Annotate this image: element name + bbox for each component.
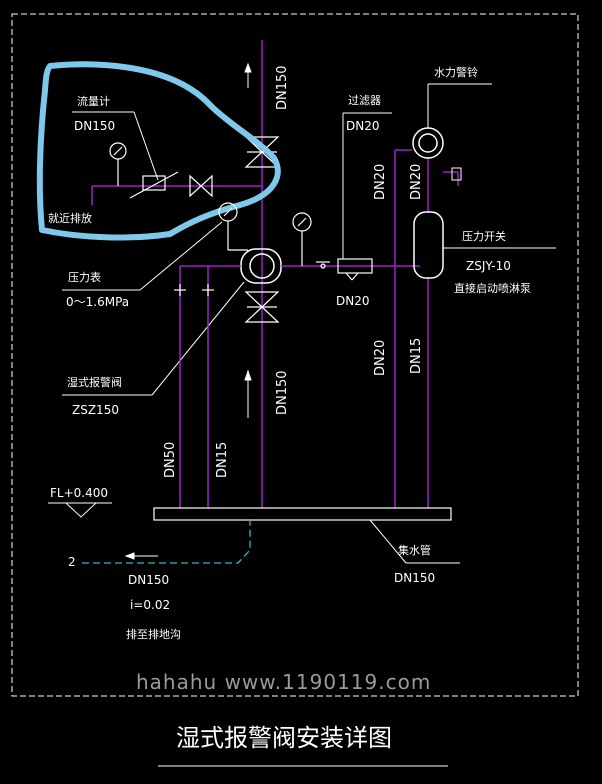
pressure-gauge-leader-diagonal <box>139 221 223 291</box>
wet-alarm-valve-icon <box>240 248 282 284</box>
watermark-text: hahahu www.1190119.com <box>136 670 431 694</box>
drain-pipe <box>82 520 251 564</box>
riser-dn20-lower-label: DN20 <box>373 340 388 376</box>
flowmeter-icon <box>129 171 179 199</box>
nearby-drain-label: 就近排放 <box>48 211 92 225</box>
riser-dn20-upper-label: DN20 <box>373 164 388 200</box>
flowmeter-gauge-icon <box>109 142 127 186</box>
highlight-outline <box>36 61 281 241</box>
flowmeter-leader-diagonal <box>133 111 159 181</box>
drawing-title: 湿式报警阀安装详图 <box>176 724 392 752</box>
alarm-valve-label: 湿式报警阀 <box>67 375 122 389</box>
pressure-switch-model-label: ZSJY-10 <box>466 259 511 273</box>
collector-label: 集水管 <box>398 543 431 557</box>
drain-slope-label: i=0.02 <box>130 598 170 612</box>
alarm-valve-model-label: ZSZ150 <box>72 403 119 417</box>
pressure-gauge-icon <box>218 202 248 251</box>
water-bell-icon <box>412 127 444 159</box>
flowmeter-label: 流量计 <box>77 94 110 108</box>
alarm-line-gauge-icon <box>292 212 312 266</box>
side-branch-valves-icon <box>174 284 214 296</box>
flowmeter-branch-pipe <box>91 185 262 205</box>
drawing-frame <box>11 13 579 697</box>
pressure-switch-label: 压力开关 <box>462 229 506 243</box>
riser-pipes <box>394 149 459 508</box>
drain-destination-label: 排至排地沟 <box>126 627 181 641</box>
riser-dn15-label: DN15 <box>409 338 424 374</box>
filter-size-label: DN20 <box>346 119 380 133</box>
main-pipe-size-bottom: DN150 <box>275 370 290 415</box>
drain-number-label: 2 <box>68 555 76 569</box>
water-bell-label: 水力警铃 <box>434 65 478 79</box>
main-pipe-size-top: DN150 <box>275 65 290 110</box>
floor-level-label: FL+0.400 <box>50 486 108 500</box>
riser-dn20-bell-label: DN20 <box>409 164 424 200</box>
valve-outlet-size-label: DN20 <box>336 294 370 308</box>
alarm-valve-leader-diagonal <box>151 281 245 396</box>
flowmeter-size-label: DN150 <box>74 119 115 133</box>
pressure-gauge-label: 压力表 <box>68 270 101 284</box>
bell-drain-fitting-icon <box>451 167 462 181</box>
side-branch-pipes <box>179 265 241 508</box>
alarm-line-valve-icon <box>316 261 330 269</box>
collector-leader <box>369 519 407 564</box>
pressure-switch-note-label: 直接启动喷淋泵 <box>454 281 531 295</box>
floor-level-marker-icon <box>64 502 98 518</box>
branch-dn50-label: DN50 <box>163 442 178 478</box>
pressure-range-label: 0～1.6MPa <box>66 295 129 309</box>
branch-dn15-label: DN15 <box>215 442 230 478</box>
filter-label: 过滤器 <box>348 94 381 107</box>
branch-valve-icon <box>189 174 213 198</box>
filter-icon <box>337 258 373 281</box>
drain-arrow-icon <box>124 552 158 560</box>
collector-size-label: DN150 <box>394 571 435 585</box>
collector-pipe <box>153 507 452 521</box>
flow-arrow-icon <box>244 62 252 418</box>
drain-size-label: DN150 <box>128 573 169 587</box>
pressure-switch-icon <box>413 211 444 279</box>
lower-gate-valve-icon <box>244 291 280 323</box>
